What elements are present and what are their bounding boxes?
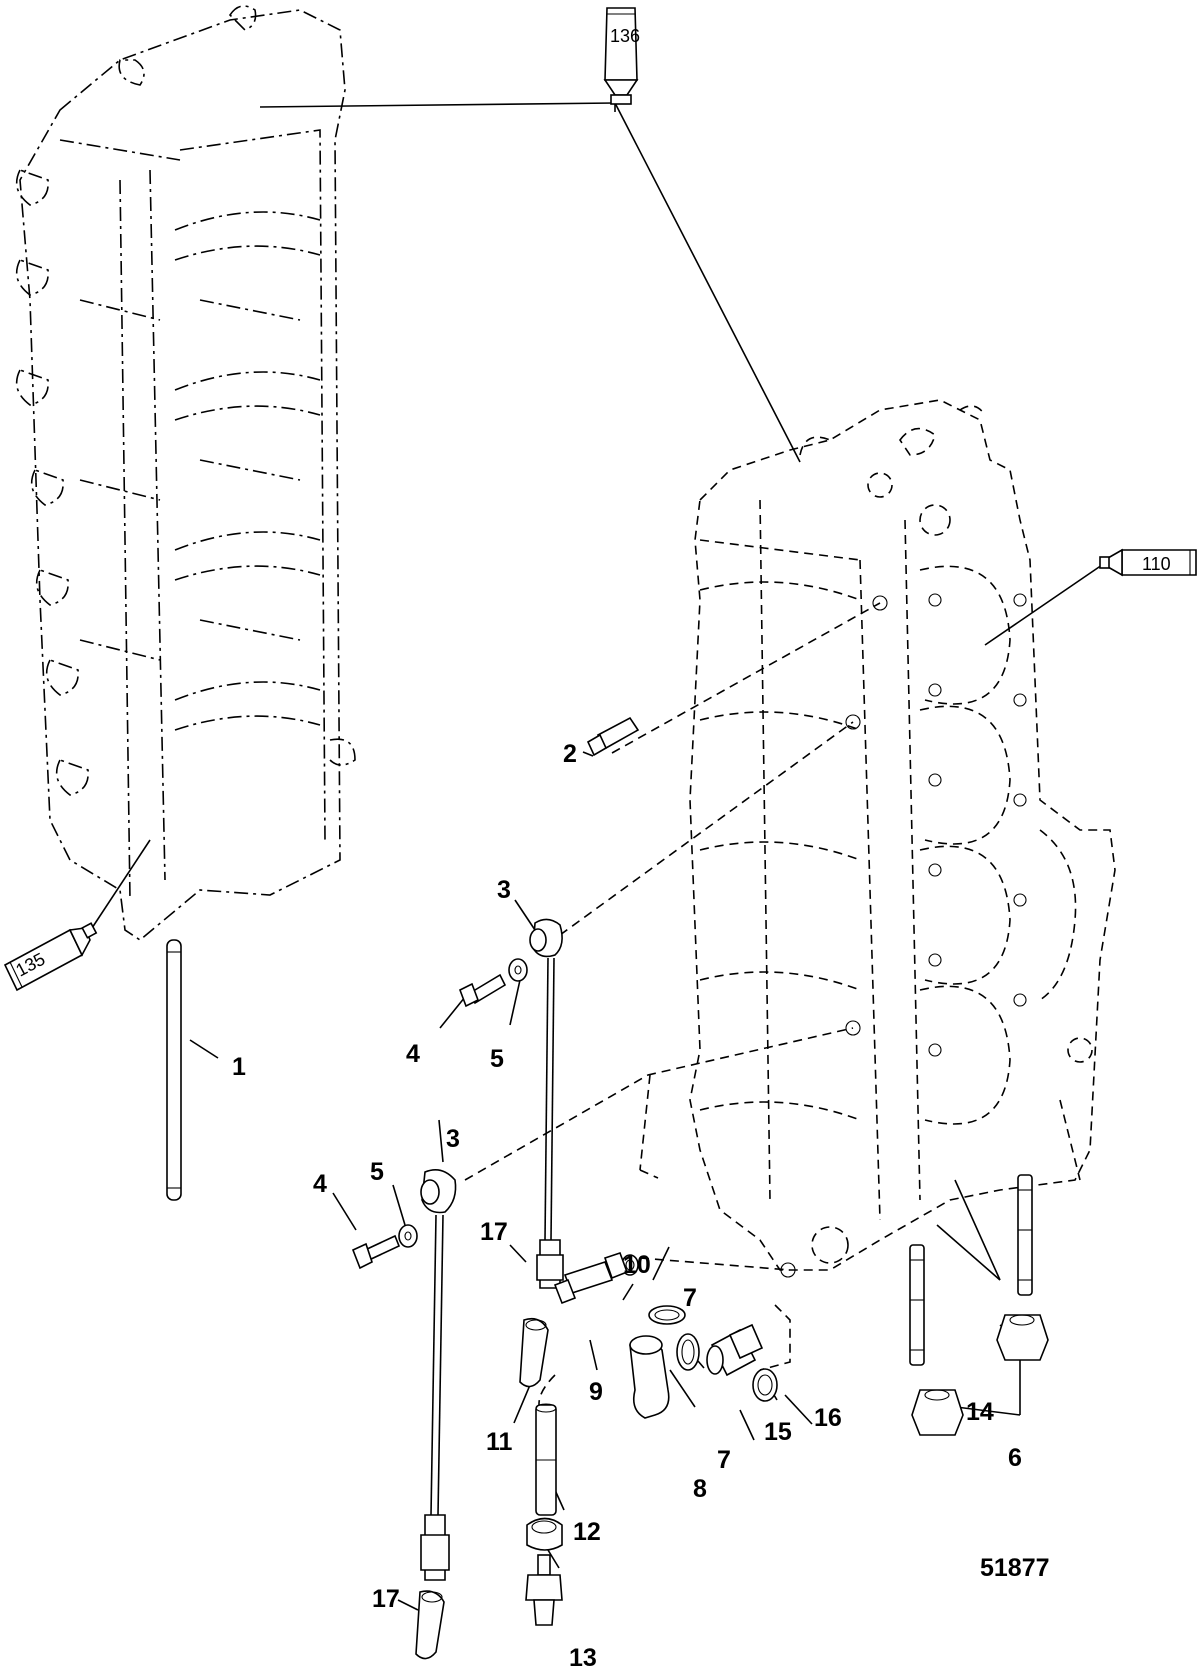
- part-nut-upper: [996, 1314, 1049, 1361]
- part-washer-lower: [398, 1224, 418, 1248]
- callout-12: 12: [573, 1518, 601, 1546]
- part-knock-sensor-lower: [420, 1169, 457, 1581]
- sealant-tube-110-label: 110: [1142, 554, 1171, 574]
- callout-5-upper: 5: [490, 1045, 504, 1073]
- callout-6: 6: [1008, 1444, 1022, 1472]
- cylinder-block-right: [689, 399, 1116, 1278]
- callout-3-lower: 3: [446, 1125, 460, 1153]
- part-hose: [535, 1403, 557, 1516]
- figure-number: 51877: [980, 1554, 1050, 1582]
- callout-4-upper: 4: [406, 1040, 420, 1068]
- part-stud-long: [1017, 1174, 1033, 1296]
- sealant-tube-135: 135: [3, 922, 98, 992]
- callout-1: 1: [232, 1053, 246, 1081]
- part-clamp-lower: [676, 1333, 700, 1371]
- part-washer-upper: [508, 958, 528, 982]
- callout-10: 10: [623, 1251, 651, 1279]
- part-clip: [526, 1517, 563, 1551]
- part-connector-upper: [519, 1317, 549, 1388]
- callout-17-lower: 17: [372, 1585, 400, 1613]
- callout-3-upper: 3: [497, 876, 511, 904]
- callout-2: 2: [563, 740, 577, 768]
- part-rod: [166, 939, 182, 1201]
- callout-9: 9: [589, 1378, 603, 1406]
- callout-4-lower: 4: [313, 1170, 327, 1198]
- callout-11: 11: [486, 1428, 513, 1456]
- part-coupling: [706, 1323, 764, 1377]
- part-clamp-upper: [648, 1305, 686, 1325]
- part-sender: [525, 1554, 563, 1626]
- callout-labels: 1 2 3 3 4 4 5 5 6 7 7 8 9 10 11 12 13 14…: [232, 740, 1022, 1668]
- crankcase-cover-left: [15, 5, 356, 941]
- callout-7-upper: 7: [683, 1284, 697, 1312]
- callout-17-upper: 17: [480, 1218, 508, 1246]
- part-nut-lower: [911, 1389, 964, 1436]
- callout-15: 15: [764, 1418, 792, 1446]
- sealant-tube-136: 136: [603, 7, 640, 105]
- sealant-tube-110: 110: [1099, 548, 1197, 577]
- part-fitting: [553, 1251, 629, 1305]
- callout-8: 8: [693, 1475, 707, 1503]
- part-o-ring-large: [752, 1368, 778, 1402]
- callout-14: 14: [966, 1398, 994, 1426]
- callout-5-lower: 5: [370, 1158, 384, 1186]
- part-stud-short: [909, 1244, 925, 1366]
- callout-13: 13: [569, 1644, 597, 1668]
- callout-16: 16: [814, 1404, 842, 1432]
- part-elbow-hose: [629, 1335, 670, 1419]
- part-connector-lower: [415, 1590, 445, 1660]
- callout-7-lower: 7: [717, 1446, 731, 1474]
- part-knock-sensor-upper: [529, 918, 564, 1289]
- part-bolt-upper: [458, 973, 507, 1008]
- sealant-tube-136-label: 136: [610, 26, 640, 46]
- part-dowel-pin: [586, 716, 640, 757]
- part-bolt-lower: [351, 1234, 401, 1270]
